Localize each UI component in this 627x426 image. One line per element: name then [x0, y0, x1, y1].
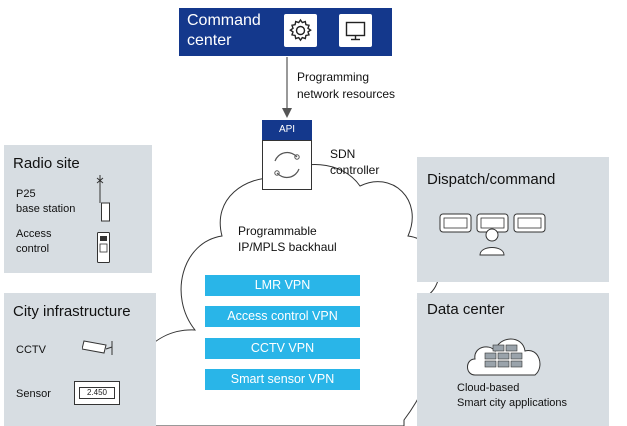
backhaul-label-line1: Programmable [238, 224, 317, 238]
city-infrastructure-panel: City infrastructure CCTV Sensor 2.450 [4, 293, 156, 426]
api-box: API [262, 120, 312, 140]
sensor-label: Sensor [16, 388, 51, 400]
vpn-bar-smart-sensor: Smart sensor VPN [205, 369, 360, 390]
apps-label-line2: Smart city applications [457, 397, 568, 409]
p25-base-station-label: P25 base station [16, 187, 75, 217]
dispatch-panel: Dispatch/command [417, 157, 609, 282]
radio-site-panel: Radio site P25 base station Access contr… [4, 145, 152, 273]
command-center-box: Command center [179, 8, 392, 56]
backhaul-label-line2: IP/MPLS backhaul [238, 240, 337, 254]
programming-label: Programming network resources [297, 69, 395, 103]
sdn-label-line2: controller [330, 163, 380, 177]
cctv-label: CCTV [16, 344, 46, 356]
smart-city-apps-label: Cloud-based Smart city applications [457, 381, 567, 411]
sensor-device: 2.450 [74, 381, 120, 405]
refresh-cycle-icon [274, 151, 300, 179]
command-center-title-line1: Command [187, 12, 261, 29]
access-label-line1: Access [16, 228, 52, 240]
command-center-title-line2: center [187, 32, 232, 49]
command-center-title: Command center [187, 11, 261, 51]
cloud-servers-icon [467, 338, 541, 376]
programming-label-line2: network resources [297, 87, 396, 101]
radio-site-title: Radio site [13, 155, 80, 172]
city-infrastructure-title: City infrastructure [13, 303, 131, 320]
access-control-label: Access control [16, 227, 51, 257]
vpn-bar-cctv: CCTV VPN [205, 338, 360, 359]
p25-label-line2: base station [16, 203, 76, 215]
data-center-panel: Data center Cloud-based Smart city appli… [417, 293, 609, 426]
monitor-icon [339, 14, 372, 47]
vpn-bar-access-control: Access control VPN [205, 306, 360, 327]
sdn-controller-label: SDN controller [330, 146, 379, 178]
access-label-line2: control [16, 243, 50, 255]
sdn-label-line1: SDN [330, 147, 356, 161]
apps-label-line1: Cloud-based [457, 382, 520, 394]
antenna-icon [96, 175, 110, 222]
dispatcher-workstation-icon [439, 213, 546, 256]
dispatch-title: Dispatch/command [427, 171, 556, 188]
backhaul-label: Programmable IP/MPLS backhaul [238, 223, 337, 255]
sensor-reading: 2.450 [79, 387, 115, 399]
programming-label-line1: Programming [297, 70, 370, 84]
cctv-camera-icon [82, 340, 113, 355]
vpn-bar-lmr: LMR VPN [205, 275, 360, 296]
programming-arrow-head [282, 108, 292, 118]
p25-label-line1: P25 [16, 188, 36, 200]
gear-icon [284, 14, 317, 47]
keycard-reader-icon [97, 232, 110, 263]
sdn-controller-box [262, 140, 312, 190]
data-center-title: Data center [427, 301, 505, 318]
